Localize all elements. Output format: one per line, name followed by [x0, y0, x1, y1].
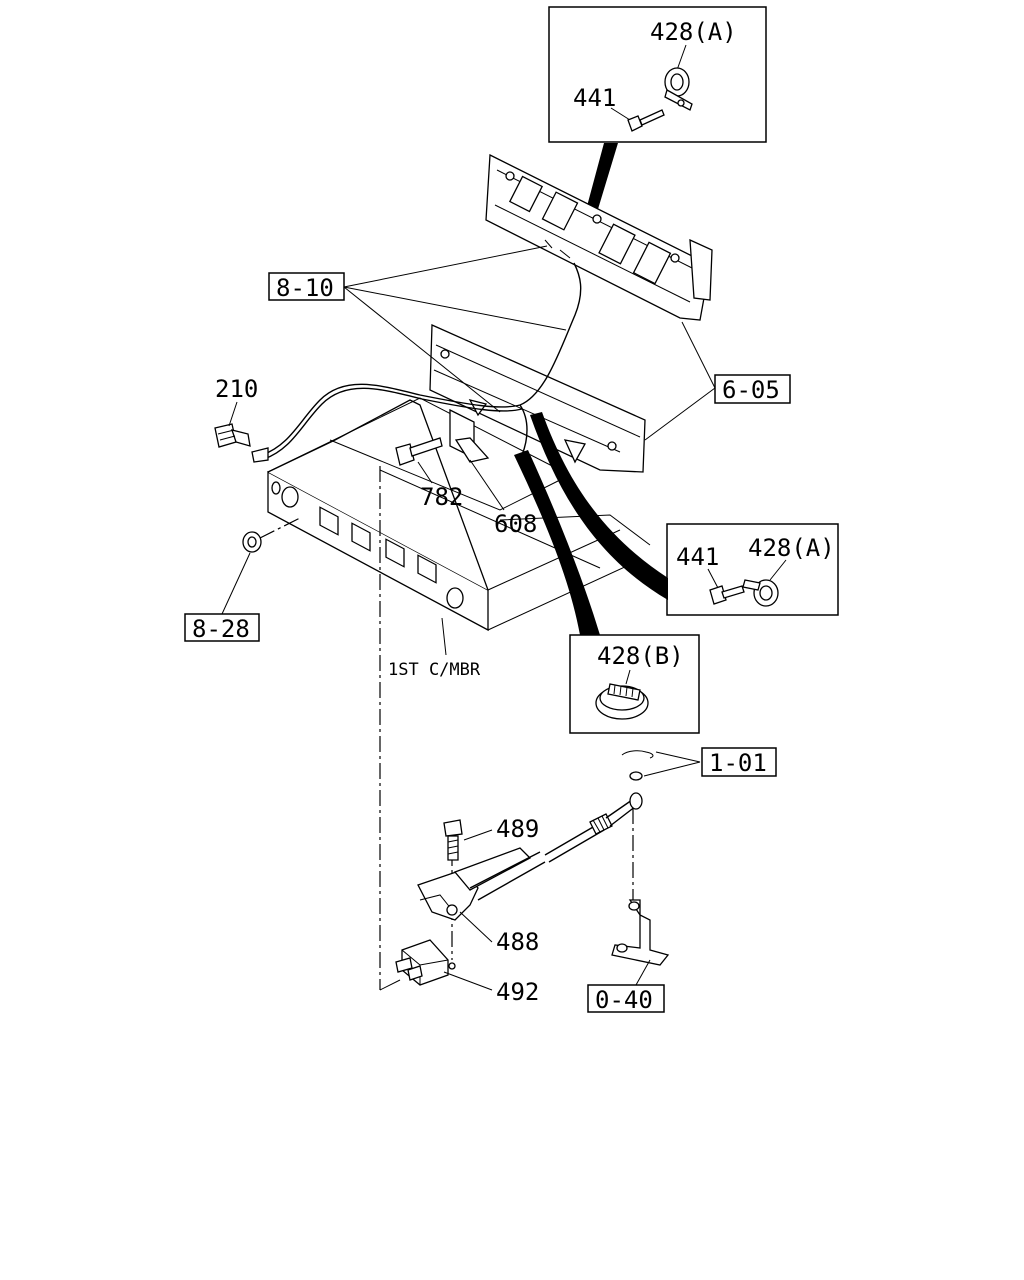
upper-bracket-panel	[485, 153, 713, 321]
leader-605-b	[644, 387, 716, 441]
leader-488	[459, 911, 493, 943]
dash-end	[379, 979, 401, 991]
clamp-icon	[664, 67, 693, 111]
leader-810-b	[343, 286, 567, 331]
label-489: 489	[496, 815, 539, 843]
leader-605-a	[681, 321, 716, 389]
callout-band-clip	[514, 450, 600, 635]
ref-605: 6-05	[722, 376, 780, 404]
callout-band-right	[530, 412, 668, 600]
inset-clip-label-428b: 428(B)	[597, 642, 684, 670]
ref-810: 8-10	[276, 274, 334, 302]
leader-428a-top	[676, 44, 687, 71]
inset-right: 441 428(A)	[530, 412, 839, 616]
label-608: 608	[494, 510, 537, 538]
label-782: 782	[420, 483, 463, 511]
leader-489	[463, 829, 493, 841]
nut-828	[242, 531, 262, 553]
inset-top-label-441: 441	[573, 84, 616, 112]
ref-101: 1-01	[709, 749, 767, 777]
leader-608	[469, 459, 505, 511]
bracket-608	[449, 408, 490, 463]
inset-clip: 428(B)	[514, 450, 700, 734]
label-210: 210	[215, 375, 258, 403]
inset-top-frame	[548, 6, 767, 143]
bolt-icon	[709, 585, 745, 605]
inset-right-label-428a: 428(A)	[748, 534, 835, 562]
leader-441-top	[610, 107, 631, 121]
label-488: 488	[496, 928, 539, 956]
leader-428a-right	[769, 559, 787, 581]
leader-101-b	[643, 761, 701, 777]
leader-828	[221, 552, 251, 615]
bracket-040	[611, 899, 670, 966]
ref-828: 8-28	[192, 615, 250, 643]
mount-492	[395, 939, 456, 986]
clamp-icon	[742, 579, 779, 607]
ref-box-828	[184, 613, 260, 642]
bolt-782	[395, 437, 443, 466]
bolt-icon	[627, 109, 665, 132]
label-492: 492	[496, 978, 539, 1006]
leader-101-a	[655, 751, 701, 763]
cable-tie-icon	[595, 683, 649, 720]
leader-040	[635, 959, 651, 986]
fitting-210	[214, 423, 251, 448]
inset-top: 428(A) 441	[548, 6, 767, 262]
leader-210	[228, 401, 238, 427]
inset-right-label-441: 441	[676, 543, 719, 571]
ref-box-605	[714, 374, 791, 404]
cable-route	[251, 262, 582, 463]
leader-782	[417, 461, 433, 484]
ref-box-101	[701, 747, 777, 777]
leader-cross-member	[441, 617, 447, 656]
leader-441-right	[707, 568, 719, 589]
ref-box-040	[587, 984, 665, 1013]
inset-top-label-428a: 428(A)	[650, 18, 737, 46]
ref-040: 0-40	[595, 986, 653, 1014]
cross-member-label: 1ST C/MBR	[388, 660, 481, 680]
leader-810-a	[343, 245, 548, 288]
inset-right-frame	[666, 523, 839, 616]
leader-810-c	[343, 286, 501, 413]
pin-clip-101	[621, 750, 654, 781]
leader-428b	[625, 669, 631, 685]
leader-492	[443, 971, 493, 991]
lever-assembly	[417, 792, 643, 921]
dash-828	[259, 517, 301, 539]
inset-clip-frame	[569, 634, 700, 734]
bolt-489	[443, 819, 463, 861]
